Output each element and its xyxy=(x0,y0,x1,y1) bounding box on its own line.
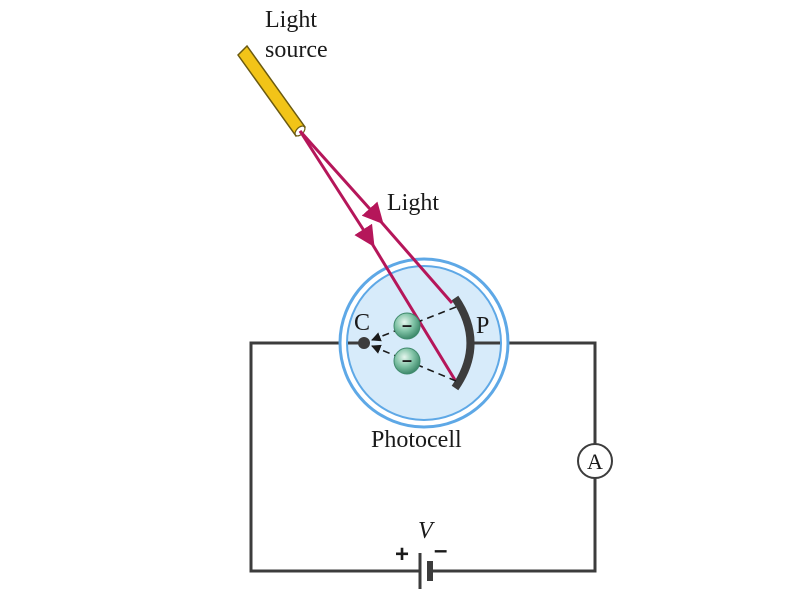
cathode-dot xyxy=(358,337,370,349)
light-beams xyxy=(298,129,457,381)
circuit-wires xyxy=(249,341,597,573)
electron-paths xyxy=(371,306,457,382)
beam-lower xyxy=(298,130,375,248)
battery xyxy=(408,553,444,589)
ammeter: A xyxy=(577,443,613,479)
electron-sign: – xyxy=(402,350,412,370)
light-label: Light xyxy=(387,190,439,216)
beam-upper xyxy=(298,129,384,225)
electron-path-upper xyxy=(371,306,457,342)
electron-upper: – xyxy=(393,312,421,340)
voltage-label: V xyxy=(418,518,435,544)
cathode-label: C xyxy=(354,310,370,336)
wire-right xyxy=(470,341,597,444)
electron-path-lower xyxy=(371,344,457,382)
battery-minus-label: – xyxy=(434,537,447,564)
anode-plate xyxy=(451,295,475,391)
electron-sign: – xyxy=(402,315,412,335)
photocell-label: Photocell xyxy=(371,427,462,453)
battery-plus-label: + xyxy=(395,541,409,568)
light-source-label-line1: Light xyxy=(265,7,317,33)
anode-label: P xyxy=(476,313,489,339)
electron-lower: – xyxy=(393,347,421,375)
wire-left xyxy=(249,341,420,573)
light-source-label-line2: source xyxy=(265,37,328,63)
wire-right-lower xyxy=(430,478,597,573)
ammeter-label: A xyxy=(587,449,603,474)
